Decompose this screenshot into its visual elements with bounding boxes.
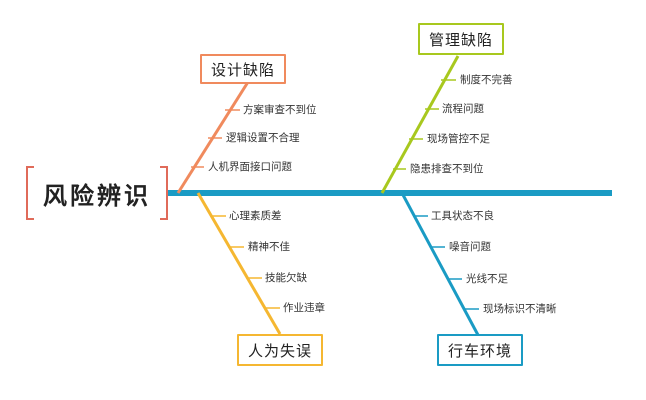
- category-human-box: 人为失误: [237, 334, 323, 366]
- cause-human-3: 技能欠缺: [265, 272, 307, 284]
- cause-environment-4: 现场标识不清晰: [483, 303, 557, 315]
- category-management-label: 管理缺陷: [428, 30, 493, 49]
- cause-management-4: 隐患排查不到位: [410, 163, 484, 175]
- cause-environment-3: 光线不足: [466, 273, 508, 285]
- root-node: 风险辨识: [26, 166, 168, 220]
- root-bracket-left: [26, 166, 34, 220]
- cause-design-3: 人机界面接口问题: [208, 161, 292, 173]
- cause-environment-2: 噪音问题: [449, 241, 491, 253]
- category-environment-label: 行车环境: [447, 341, 512, 360]
- category-design-label: 设计缺陷: [210, 60, 275, 79]
- category-human-label: 人为失误: [247, 341, 312, 360]
- cause-management-2: 流程问题: [442, 103, 484, 115]
- root-label: 风险辨识: [43, 181, 151, 210]
- cause-management-1: 制度不完善: [460, 74, 513, 86]
- category-environment-box: 行车环境: [437, 334, 523, 366]
- cause-design-2: 逻辑设置不合理: [226, 132, 300, 144]
- cause-management-3: 现场管控不足: [427, 133, 490, 145]
- cause-human-2: 精神不佳: [248, 241, 290, 253]
- cause-design-1: 方案审查不到位: [243, 104, 317, 116]
- category-management-box: 管理缺陷: [418, 23, 504, 55]
- cause-human-1: 心理素质差: [229, 210, 282, 222]
- cause-human-4: 作业违章: [283, 302, 325, 314]
- category-design-box: 设计缺陷: [200, 54, 286, 84]
- cause-environment-1: 工具状态不良: [431, 210, 494, 222]
- bone-management: [380, 55, 460, 194]
- root-bracket-right: [160, 166, 168, 220]
